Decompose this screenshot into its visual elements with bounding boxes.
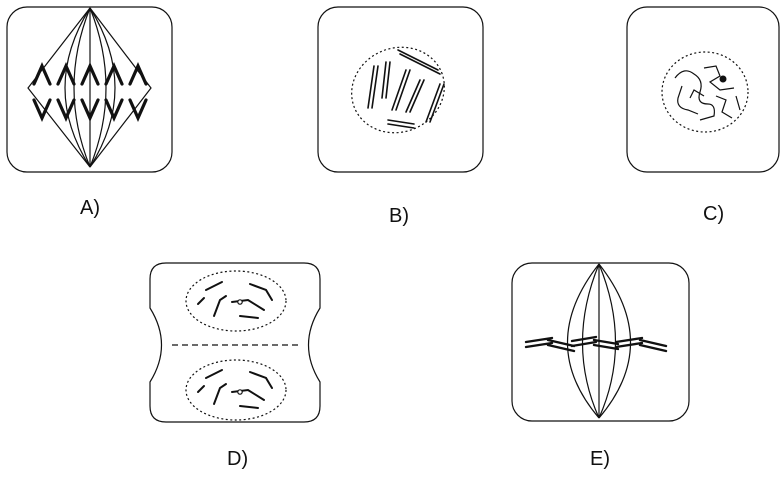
cell-outline-b [317, 6, 484, 173]
nuclear-envelope-d-bottom [185, 359, 287, 421]
nuclear-envelope-c [661, 51, 749, 133]
spindle-fibers-a [27, 7, 152, 168]
label-b: B) [389, 205, 409, 227]
label-a: A) [80, 197, 100, 219]
panel-d [149, 262, 321, 423]
metaphase-plate-chromosomes-e [524, 335, 668, 353]
chromatin-c [674, 65, 741, 121]
cell-outline-d [149, 262, 321, 423]
panel-c [626, 6, 780, 173]
cell-outline-c [626, 6, 780, 173]
panel-b [317, 6, 484, 173]
label-d: D) [227, 448, 248, 470]
panel-a [6, 6, 173, 173]
condensed-chromosomes-b [367, 49, 445, 129]
nuclear-envelope-d-top [185, 270, 287, 332]
cell-outline-e [511, 262, 690, 422]
label-c: C) [703, 203, 724, 225]
nuclear-envelope-b [351, 46, 445, 134]
label-e: E) [590, 448, 610, 470]
cell-outline-a [6, 6, 173, 173]
separating-chromosomes-a [32, 62, 148, 122]
centromere-d-bottom [237, 389, 243, 395]
centromere-d-top [237, 299, 243, 305]
panel-e [511, 262, 690, 422]
nucleolus-c [719, 75, 727, 83]
chromosomes-d-top [197, 281, 273, 319]
chromosomes-d-bottom [197, 369, 273, 409]
